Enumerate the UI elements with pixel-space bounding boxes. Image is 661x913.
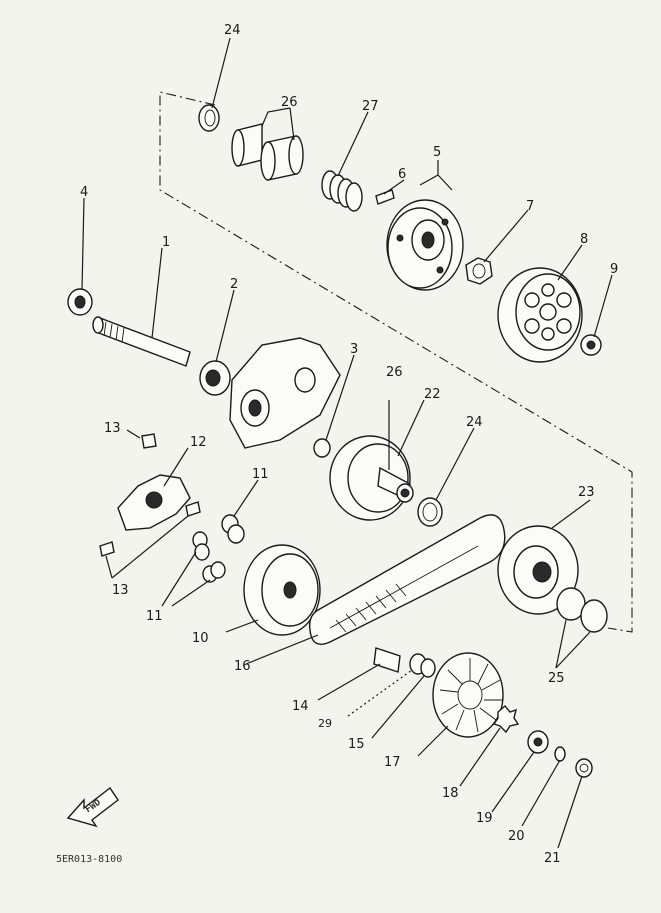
part-1-shaft: [92, 316, 191, 367]
callout-14: 14: [292, 699, 309, 714]
part-21-nut: [575, 758, 593, 778]
callout-19: 19: [476, 811, 493, 826]
callout-5: 5: [433, 145, 441, 160]
callout-17: 17: [384, 755, 401, 770]
callout-6: 6: [398, 167, 406, 182]
callout-24-mid: 24: [466, 415, 483, 430]
part-6-pin: [375, 189, 395, 205]
part-7-nut: [465, 257, 493, 285]
part-17-fan: [432, 652, 504, 738]
callout-8: 8: [580, 232, 588, 247]
part-14-collar: [373, 647, 401, 673]
callout-12: 12: [190, 435, 207, 450]
part-16-v-belt: [308, 514, 506, 645]
diagram-code: 5ER013-8100: [56, 854, 122, 865]
part-4-oil-seal: [67, 288, 93, 316]
part-12-cam: [117, 474, 191, 531]
callout-13-bottom: 13: [112, 583, 129, 598]
part-26-collars: [231, 123, 304, 181]
part-13-sliders: [99, 501, 201, 557]
part-18-washer: [492, 705, 520, 734]
callout-2: 2: [230, 277, 238, 292]
crankcase-cover: [229, 337, 341, 449]
callout-15: 15: [348, 737, 365, 752]
part-3-circlip: [313, 438, 331, 458]
callout-23: 23: [578, 485, 595, 500]
part-24-lower-circlip: [417, 497, 443, 527]
part-27-spring: [321, 170, 363, 212]
fwd-arrow-icon: [66, 786, 119, 828]
callout-11-top: 11: [252, 467, 269, 482]
part-19-washer: [527, 730, 549, 754]
part-8-clutch-housing: [497, 267, 583, 363]
callout-24-top: 24: [224, 23, 241, 38]
part-10-primary-sheave: [243, 544, 321, 636]
callout-labels: 24 26 27 5 6 7 8 9 4 1 2 3 26 22 24 13 1…: [80, 23, 618, 866]
callout-18: 18: [442, 786, 459, 801]
callout-11-bottom: 11: [146, 609, 163, 624]
callout-25: 25: [548, 671, 565, 686]
part-15-collar: [409, 653, 436, 678]
part-22-secondary-sheave: [329, 400, 414, 521]
part-9-nut: [580, 334, 602, 356]
callout-27: 27: [362, 99, 379, 114]
part-2-bearing: [199, 360, 231, 396]
callout-1: 1: [162, 235, 170, 250]
callout-26-mid: 26: [386, 365, 403, 380]
callout-4: 4: [80, 185, 88, 200]
callout-21: 21: [544, 851, 561, 866]
callout-7: 7: [526, 199, 534, 214]
part-20-washer: [554, 746, 566, 762]
callout-26-top: 26: [281, 95, 298, 110]
callout-20: 20: [508, 829, 525, 844]
part-24-circlip: [198, 104, 220, 132]
part-23-sliding-sheave: [497, 525, 579, 615]
callout-3: 3: [350, 342, 358, 357]
part-11-weights: [192, 514, 245, 583]
callout-9: 9: [610, 262, 618, 277]
callout-22: 22: [424, 387, 441, 402]
assembly-boundary: [159, 91, 633, 633]
callout-29: 29: [318, 717, 332, 730]
part-13-slider-top: [141, 433, 157, 449]
callout-10: 10: [192, 631, 209, 646]
callout-13-top: 13: [104, 421, 121, 436]
part-5-clutch-carrier: [386, 199, 464, 291]
callout-16: 16: [234, 659, 251, 674]
leader-lines: [81, 37, 613, 849]
part-25-o-rings: [556, 587, 608, 633]
